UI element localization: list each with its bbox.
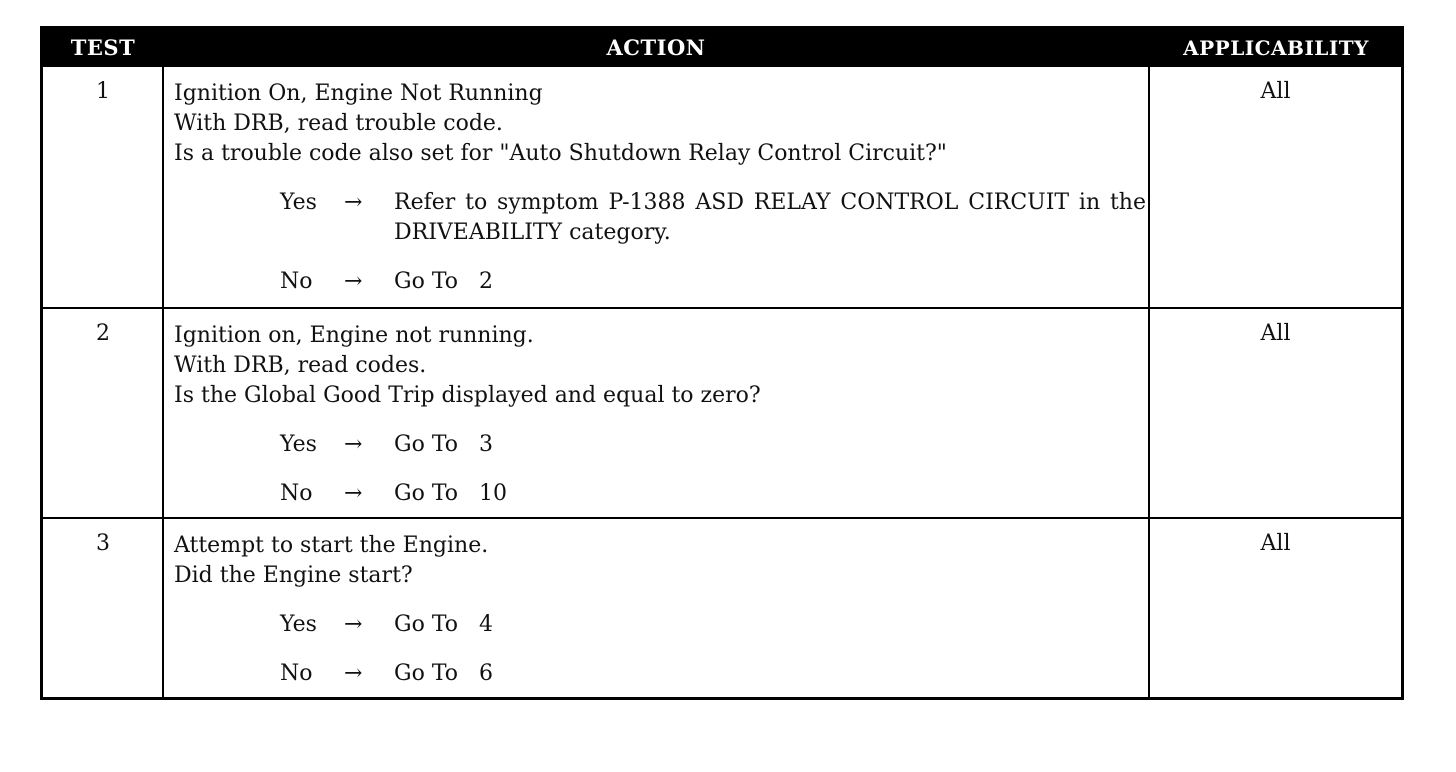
test-number: 3 — [96, 531, 110, 556]
action-line: Ignition on, Engine not running. — [174, 323, 534, 348]
applicability-cell: All — [1260, 531, 1291, 556]
action-cell: Attempt to start the Engine. Did the Eng… — [174, 531, 1144, 689]
yes-result: Go To 4 — [394, 612, 493, 637]
action-line: With DRB, read trouble code. — [174, 111, 503, 136]
no-result: Go To 10 — [394, 481, 507, 506]
yes-branch: Yes → Refer to symptom P-1388 ASD RELAY … — [174, 188, 1146, 248]
no-branch: No → Go To 6 — [174, 659, 1144, 689]
no-result: Go To 2 — [394, 269, 493, 294]
table-row: 3 Attempt to start the Engine. Did the E… — [43, 519, 1401, 697]
no-branch: No → Go To 2 — [174, 267, 1144, 297]
yes-label: Yes — [280, 612, 317, 637]
action-line: With DRB, read codes. — [174, 353, 427, 378]
test-number: 1 — [96, 79, 110, 104]
action-cell: Ignition On, Engine Not Running With DRB… — [174, 79, 1146, 297]
yes-result: Refer to symptom P-1388 ASD RELAY CONTRO… — [394, 190, 1146, 245]
action-line: Ignition On, Engine Not Running — [174, 81, 543, 106]
applicability-cell: All — [1260, 79, 1291, 104]
yes-label: Yes — [280, 190, 317, 215]
no-branch: No → Go To 10 — [174, 479, 1144, 509]
table-row: 1 Ignition On, Engine Not Running With D… — [43, 67, 1401, 307]
right-arrow-icon: → — [344, 612, 363, 637]
yes-result: Go To 3 — [394, 432, 493, 457]
header-action: ACTION — [606, 35, 706, 60]
test-number: 2 — [96, 321, 110, 346]
right-arrow-icon: → — [344, 661, 363, 686]
header-applicability: APPLICABILITY — [1183, 36, 1369, 60]
row-divider — [43, 517, 1401, 519]
action-line: Attempt to start the Engine. — [174, 533, 489, 558]
action-line: Is a trouble code also set for "Auto Shu… — [174, 141, 947, 166]
yes-branch: Yes → Go To 4 — [174, 610, 1144, 640]
header-test: TEST — [70, 35, 136, 60]
action-line: Is the Global Good Trip displayed and eq… — [174, 383, 761, 408]
action-cell: Ignition on, Engine not running. With DR… — [174, 321, 1144, 509]
table-row: 2 Ignition on, Engine not running. With … — [43, 309, 1401, 517]
no-label: No — [280, 661, 313, 686]
row-divider — [43, 307, 1401, 309]
no-label: No — [280, 481, 313, 506]
yes-label: Yes — [280, 432, 317, 457]
right-arrow-icon: → — [344, 481, 363, 506]
applicability-cell: All — [1260, 321, 1291, 346]
column-divider — [162, 67, 164, 697]
action-line: Did the Engine start? — [174, 563, 413, 588]
no-label: No — [280, 269, 313, 294]
no-result: Go To 6 — [394, 661, 493, 686]
right-arrow-icon: → — [344, 269, 363, 294]
table-header: TEST ACTION APPLICABILITY — [43, 29, 1401, 67]
yes-branch: Yes → Go To 3 — [174, 430, 1144, 460]
test-action-table: TEST ACTION APPLICABILITY 1 Ignition On,… — [40, 26, 1404, 700]
right-arrow-icon: → — [344, 432, 363, 457]
right-arrow-icon: → — [344, 190, 363, 215]
column-divider — [1148, 67, 1150, 697]
